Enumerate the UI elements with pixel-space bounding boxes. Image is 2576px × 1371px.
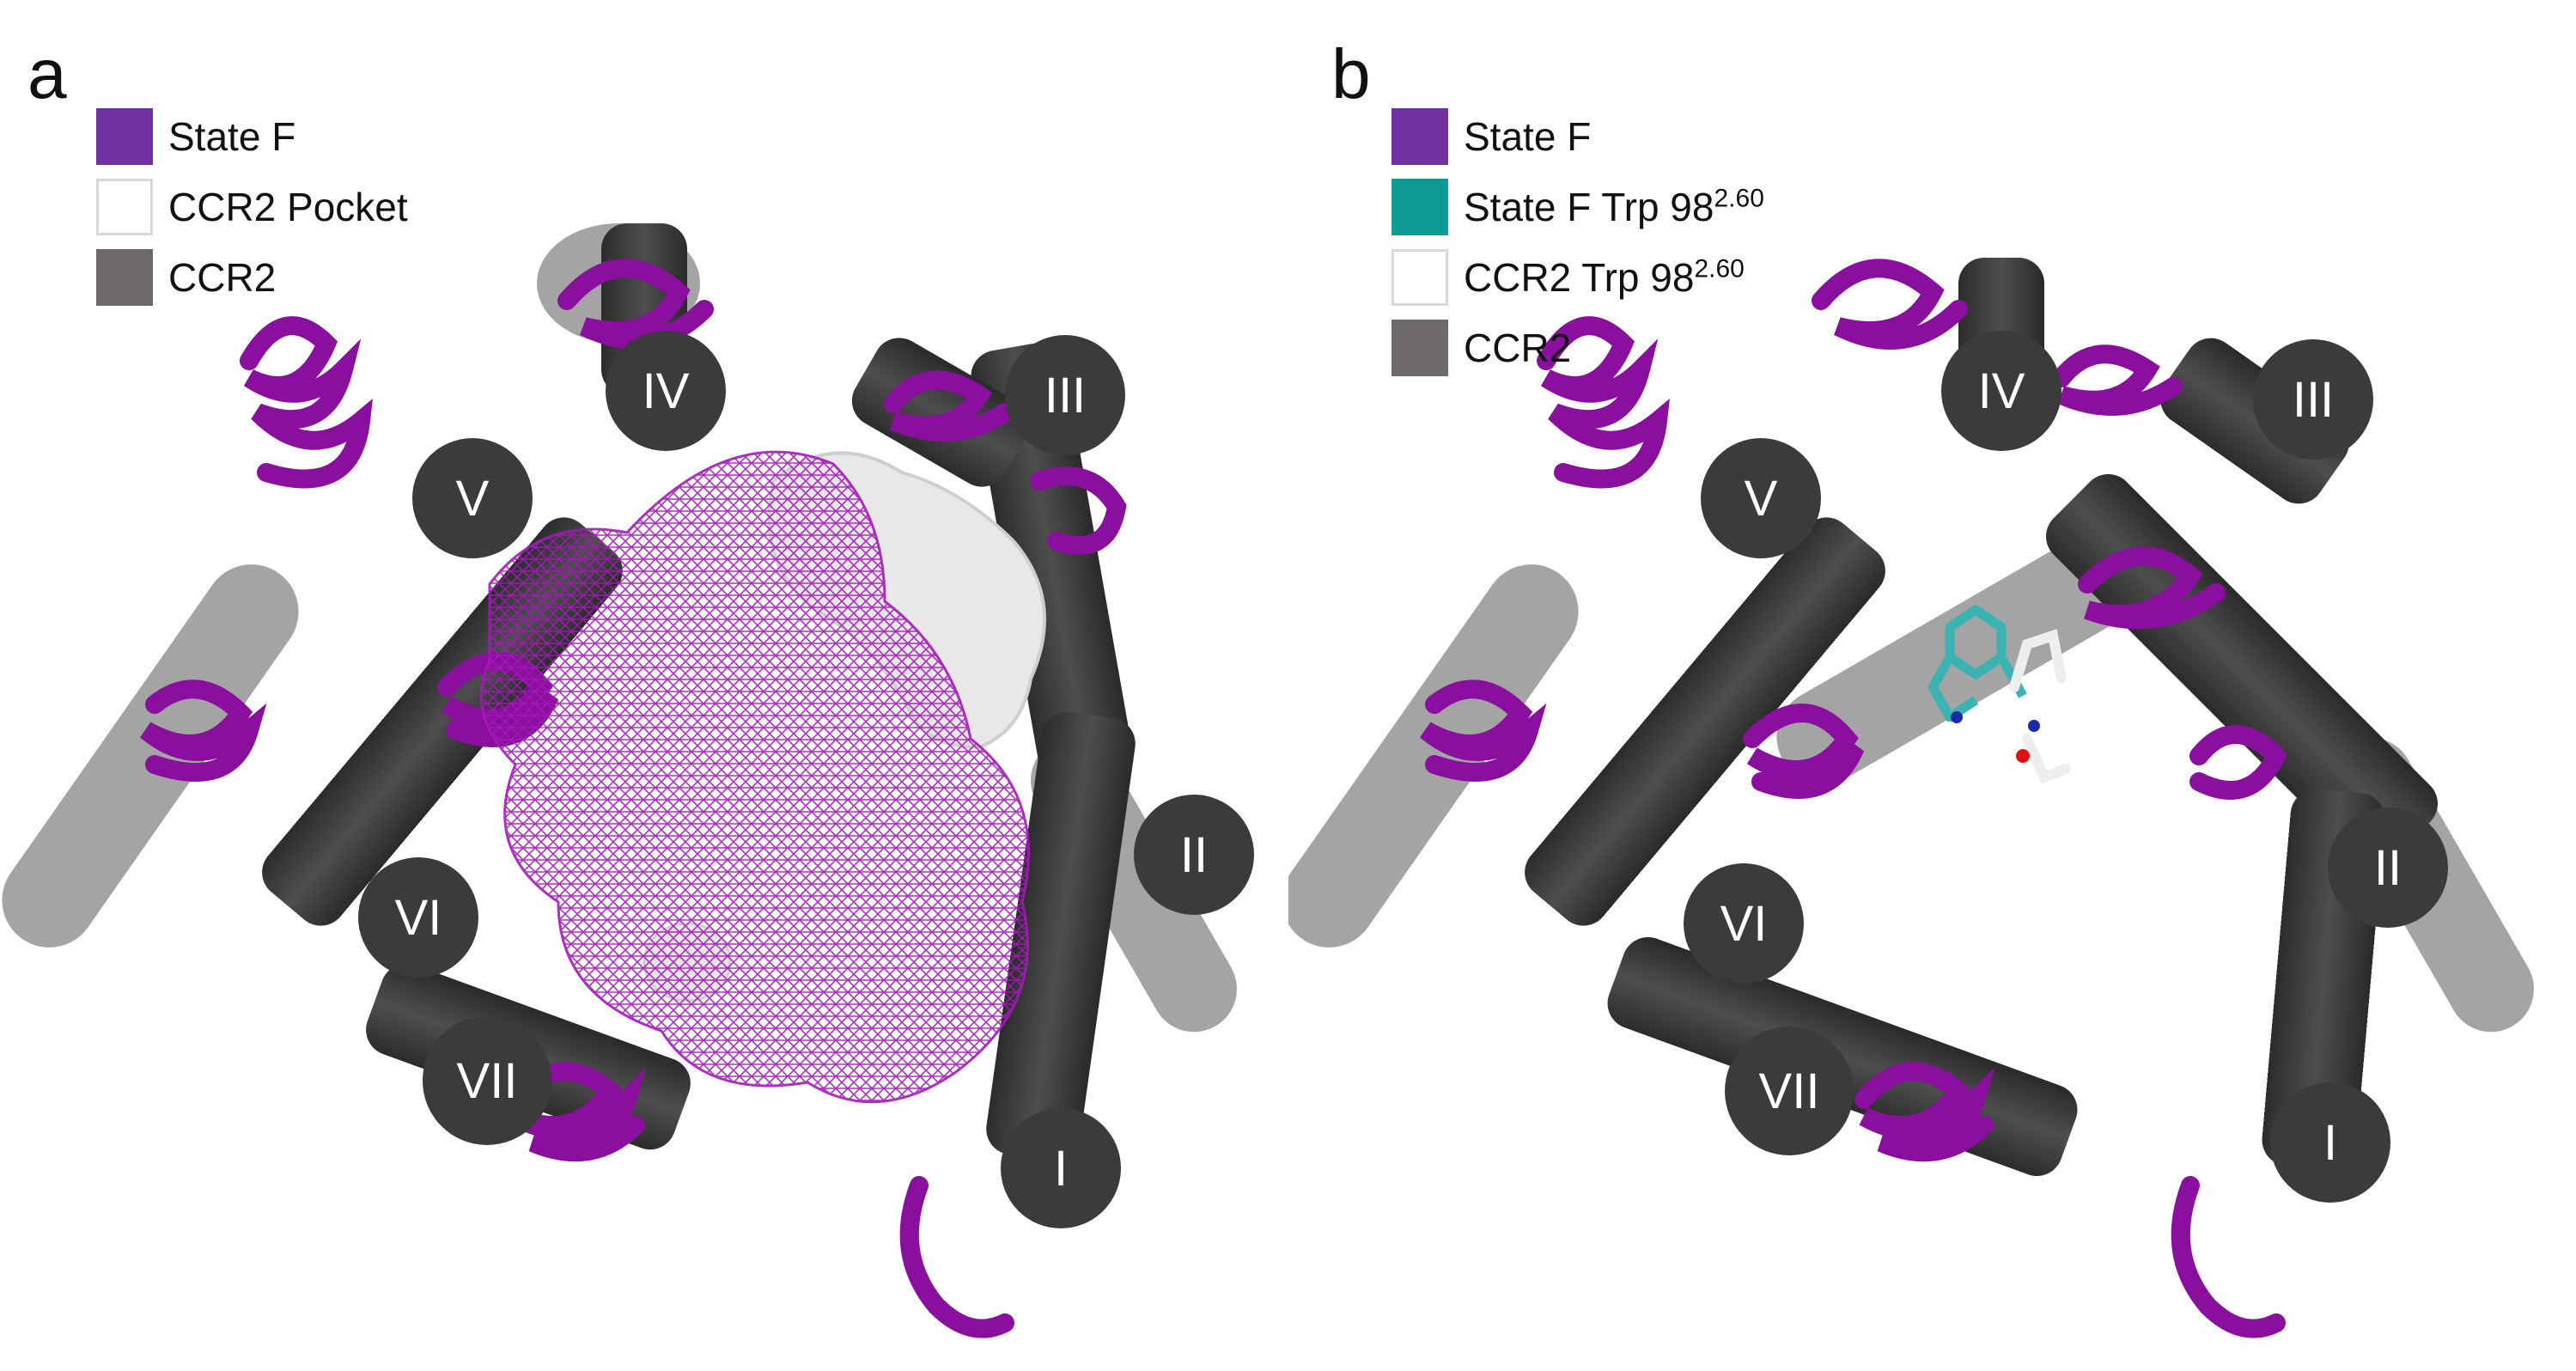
helix-label-discs (1684, 331, 2448, 1203)
helix-label-ii: II (1180, 827, 1208, 883)
swatch-ccr2-trp (1392, 249, 1448, 306)
legend-item: CCR2 Pocket (96, 172, 408, 242)
legend-item: CCR2 (1392, 313, 1764, 383)
helix-label-iv: IV (1978, 363, 2025, 419)
helix-label-i: I (2323, 1115, 2337, 1171)
helix-label-v: V (1745, 471, 1778, 527)
legend-label: CCR2 Pocket (168, 185, 408, 229)
helix-label-v: V (456, 471, 490, 527)
panel-letter: a (27, 35, 67, 113)
ccr2-trp98 (2009, 629, 2071, 784)
swatch-ccr2-pocket (96, 179, 153, 235)
swatch-ccr2 (1392, 320, 1448, 376)
legend-label: CCR2 (1464, 326, 1572, 370)
helix-label-vii: VII (1759, 1063, 1820, 1119)
helix-bundle-b: I II III IV V VI VII (1288, 258, 2534, 1338)
legend: State F State F Trp 982.60 CCR2 Trp 982.… (1392, 101, 1764, 383)
legend-superscript: 2.60 (1714, 184, 1764, 213)
helix-label-iv: IV (642, 363, 690, 419)
helix-label-vi: VI (395, 890, 442, 946)
helix-label-ii: II (2374, 840, 2402, 896)
legend-superscript: 2.60 (1694, 254, 1745, 283)
legend: State F CCR2 Pocket CCR2 (96, 101, 408, 313)
helix-label-iii: III (2293, 372, 2334, 428)
legend-item: State F Trp 982.60 (1392, 172, 1764, 242)
helix-label-discs (358, 331, 1254, 1228)
helix-labels: I II III IV V VI VII (1720, 363, 2402, 1171)
state-f-pocket-mesh (479, 450, 1030, 1104)
legend-item: State F (96, 101, 408, 172)
state-f-ribbons (1419, 259, 2288, 1338)
helix-label-vii: VII (457, 1053, 518, 1109)
legend-label: State F Trp 982.60 (1464, 184, 1764, 229)
swatch-ccr2 (96, 249, 153, 306)
legend-label: CCR2 Trp 982.60 (1464, 254, 1745, 300)
panel-letter: b (1331, 35, 1371, 113)
swatch-state-f (1392, 108, 1448, 165)
helix-labels: I II III IV V VI VII (395, 363, 1209, 1197)
panel-b: I II III IV V VI VII b State F State F T… (1288, 0, 2576, 1371)
helix-label-i: I (1054, 1141, 1068, 1197)
legend-item: CCR2 (96, 242, 408, 313)
helix-bundle-a: I II III IV V VI VII (2, 223, 1254, 1338)
helix-label-iii: III (1044, 368, 1086, 423)
panel-a: I II III IV V VI VII a State F CCR2 Pock… (2, 35, 1254, 1338)
legend-label: State F (1464, 114, 1592, 159)
legend-item: State F (1392, 101, 1764, 172)
swatch-state-f (96, 108, 153, 165)
legend-item: CCR2 Trp 982.60 (1392, 242, 1764, 313)
swatch-state-f-trp (1392, 179, 1448, 235)
legend-label: State F (168, 114, 296, 159)
legend-label: CCR2 (168, 255, 277, 300)
helix-label-vi: VI (1720, 896, 1768, 952)
